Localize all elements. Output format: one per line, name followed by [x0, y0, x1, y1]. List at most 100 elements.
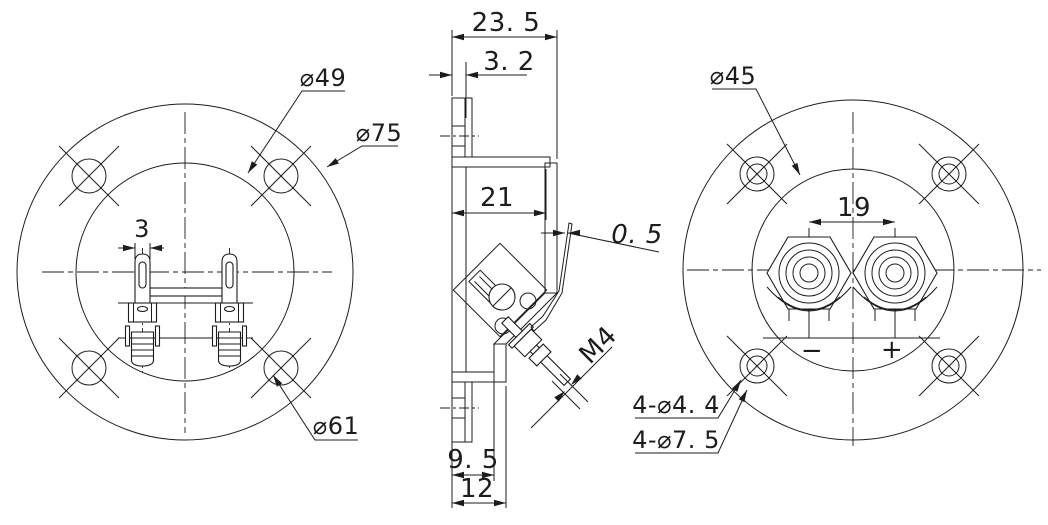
dimension-arrowhead: [452, 33, 464, 41]
clamp-wing: [211, 325, 218, 347]
dimM4-line: [530, 346, 613, 429]
mounting-hole-front: [58, 145, 120, 207]
post-thread-circle: [778, 242, 840, 304]
flange-bottom-section-lower: [451, 417, 466, 443]
m4-stud-assembly: [501, 316, 572, 387]
mounting-hole-rear: [726, 143, 788, 205]
dimension-arrowhead: [731, 380, 741, 392]
mounting-hole-rear: [918, 143, 980, 205]
flange-bottom-section-upper: [451, 381, 466, 399]
front-outer-flange-circle: [16, 103, 354, 441]
dimension-arrowhead: [466, 71, 478, 79]
dimension-arrowhead: [452, 209, 464, 217]
post-skirt-outer: [766, 286, 852, 312]
cup-right-wall: [544, 162, 558, 294]
post-thread-circle: [878, 256, 912, 290]
dimension-arrowhead: [553, 229, 565, 237]
post-thread-circle: [792, 256, 826, 290]
clamp-wing: [241, 325, 248, 347]
dimension-arrowhead: [494, 499, 506, 507]
hole-circle: [263, 158, 299, 194]
mounting-hole-front: [250, 337, 312, 399]
lug-clamp: [127, 302, 158, 323]
boss-hole-slash: [492, 287, 512, 307]
mounting-hole-front: [58, 337, 120, 399]
label-inner-diameter: ⌀49: [300, 64, 347, 92]
lug-slot: [225, 261, 234, 289]
boss-clamp-section-a: [519, 292, 537, 310]
label-mounting-holes-small: 4-⌀4. 4: [632, 391, 720, 419]
hole-circle: [71, 350, 107, 386]
post-thread-circle: [785, 249, 833, 297]
hole-inner-circle: [938, 355, 960, 377]
leader-holes-large: [635, 389, 748, 454]
cup-top-wall: [451, 156, 551, 168]
terminal-lug: [124, 248, 161, 372]
terminal-boss-body: [452, 242, 548, 338]
dimension-arrowhead: [248, 161, 258, 173]
positive-terminal-mark: +: [881, 335, 903, 365]
dimension-arrowhead: [568, 229, 580, 237]
hole-outer-circle: [931, 348, 967, 384]
post-hex-nut: [766, 236, 852, 310]
hole-slash: [726, 143, 788, 205]
dim-tab-thickness: 0. 5: [611, 220, 663, 250]
cup-bottom-wall: [451, 371, 495, 383]
hole-slash: [918, 335, 980, 397]
mounting-hole-rear: [918, 335, 980, 397]
leader-dia49: [247, 90, 345, 174]
flange-top-section-upper: [451, 97, 466, 127]
dim-terminal-spacing: 19: [837, 193, 871, 223]
stud-nut: [513, 328, 543, 358]
lug-barrel: [130, 331, 155, 367]
solder-tab-section: [530, 222, 573, 332]
label-bolt-circle-diameter: ⌀61: [313, 412, 360, 440]
hole-slash: [250, 337, 312, 399]
rear-view: 19 − + ⌀45 4-⌀4. 4 4-⌀7. 5: [632, 62, 1041, 454]
dimension-arrowhead: [809, 218, 821, 226]
hole-circle: [71, 158, 107, 194]
post-skirt-inner: [777, 296, 841, 311]
terminal-boss: [452, 242, 548, 338]
dim-stud-thread: M4: [574, 321, 623, 370]
dimension-arrowhead: [554, 391, 565, 402]
mounting-hole-front: [250, 145, 312, 207]
dimension-arrowhead: [791, 162, 800, 175]
hole-circle: [263, 350, 299, 386]
dimension-arrowhead: [571, 374, 582, 385]
dimension-arrowhead: [534, 209, 546, 217]
leader-dia75: [326, 145, 398, 168]
dimension-arrowhead: [123, 244, 135, 252]
section-view: 23. 5 3. 2 21 0. 5 M4 9. 5 12: [429, 8, 663, 508]
label-recess-diameter: ⌀45: [710, 62, 757, 90]
hole-slash: [250, 145, 312, 207]
clamp-wing: [124, 325, 131, 347]
negative-terminal-mark: −: [801, 336, 823, 366]
dimension-arrowhead: [452, 499, 464, 507]
dim-flange-thickness: 3. 2: [483, 47, 535, 77]
dimension-arrowhead: [883, 218, 895, 226]
post-hex-nut: [852, 236, 938, 310]
binding-post: [852, 236, 938, 321]
lug-slot: [138, 261, 147, 289]
lug-clamp: [214, 302, 245, 323]
label-outer-diameter: ⌀75: [356, 119, 403, 147]
leader-holes-small: [635, 379, 742, 419]
binding-post: [766, 236, 852, 321]
dim05-leader: [567, 232, 660, 253]
dimension-arrowhead: [273, 375, 283, 387]
post-thread-circle: [864, 242, 926, 304]
cup-tail-wall: [493, 343, 507, 383]
hole-inner-circle: [746, 163, 768, 185]
dimension-arrowhead: [150, 244, 162, 252]
dim-lug-slot-width: 3: [134, 215, 150, 243]
dimM4-ext-a: [559, 373, 589, 403]
hole-outer-circle: [739, 348, 775, 384]
flange-bottom-thin-strip: [464, 381, 473, 443]
hole-slash: [918, 143, 980, 205]
hole-slash: [58, 145, 120, 207]
dim-inner-depth: 21: [480, 183, 514, 213]
dimension-arrowhead: [738, 390, 747, 403]
